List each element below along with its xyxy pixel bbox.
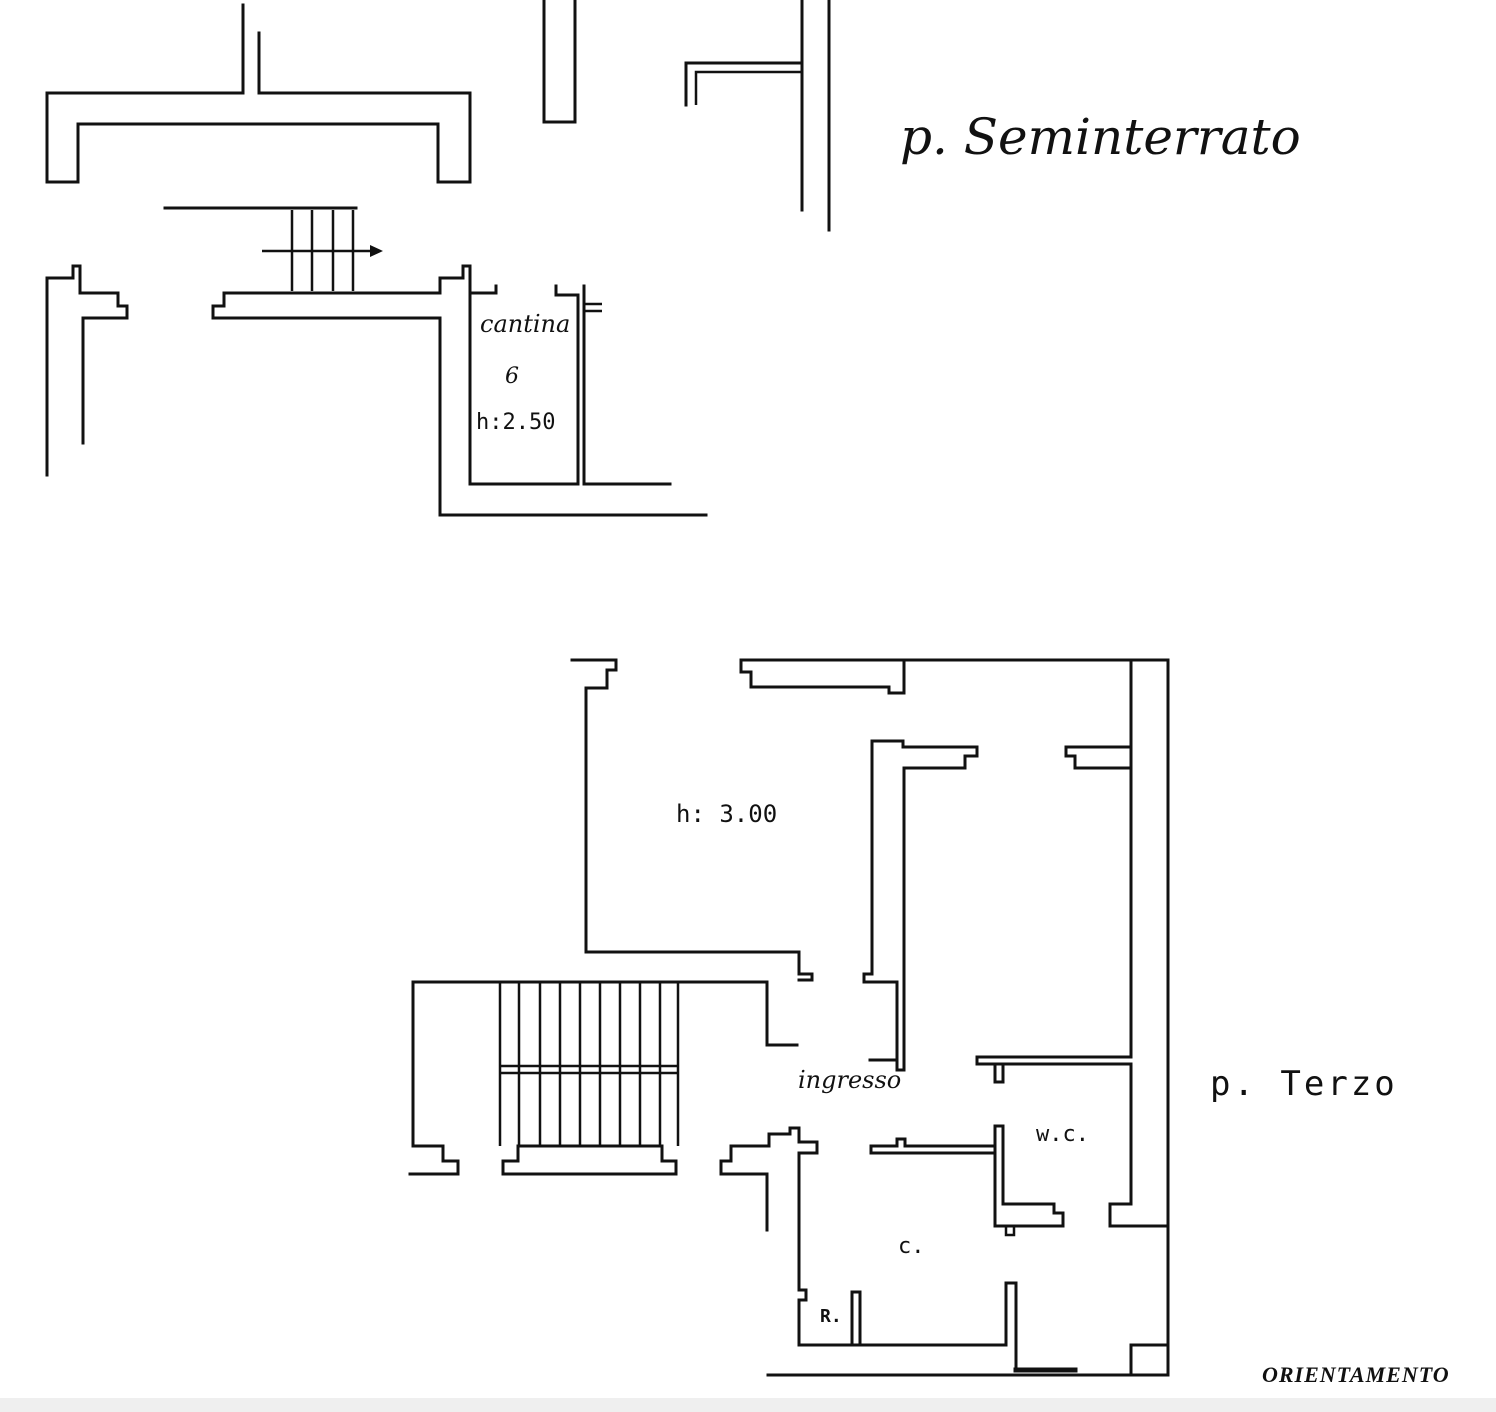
wall bbox=[45, 91, 472, 184]
wall bbox=[862, 739, 979, 1072]
wall bbox=[211, 316, 708, 517]
page-edge-band bbox=[0, 1398, 1496, 1412]
third-floor-title: p. Terzo bbox=[1210, 1064, 1398, 1104]
wall bbox=[468, 284, 498, 295]
wall bbox=[739, 658, 906, 695]
wall bbox=[850, 1290, 862, 1347]
wall bbox=[694, 70, 802, 105]
wc-label: w.c. bbox=[1036, 1122, 1089, 1147]
cantina-label: cantina bbox=[480, 310, 571, 338]
wall bbox=[584, 302, 602, 313]
wall bbox=[993, 1062, 1005, 1084]
basement-plan bbox=[45, 0, 831, 517]
wall bbox=[868, 745, 979, 1072]
orientation-label: ORIENTAMENTO bbox=[1262, 1362, 1450, 1387]
kitchen-label: c. bbox=[898, 1234, 925, 1259]
third-floor-height-label: h: 3.00 bbox=[676, 800, 778, 828]
third-floor-plan bbox=[408, 658, 1170, 1377]
wall bbox=[1108, 1062, 1170, 1228]
entrance-label: ingresso bbox=[798, 1066, 902, 1094]
wall bbox=[869, 1137, 997, 1155]
wall bbox=[993, 1124, 1065, 1228]
cantina-height-label: h:2.50 bbox=[476, 410, 556, 435]
wall bbox=[975, 1055, 1133, 1066]
wall bbox=[684, 61, 804, 107]
wall bbox=[45, 264, 129, 477]
wall bbox=[1064, 745, 1133, 770]
wall bbox=[582, 284, 672, 486]
wall bbox=[719, 1126, 819, 1232]
basement-floor-title: p. Seminterrato bbox=[900, 108, 1301, 166]
wall bbox=[1129, 1343, 1170, 1377]
wall bbox=[1004, 1226, 1016, 1237]
third-floor-stair bbox=[498, 982, 680, 1146]
wall bbox=[408, 1144, 460, 1176]
wall bbox=[411, 980, 799, 1148]
wall bbox=[797, 1151, 1018, 1372]
wall bbox=[542, 0, 577, 124]
cantina-number: 6 bbox=[505, 364, 519, 389]
wall bbox=[570, 658, 814, 982]
cantina-room bbox=[468, 284, 580, 486]
wall bbox=[501, 1144, 678, 1176]
wall bbox=[902, 658, 1170, 1377]
wall bbox=[211, 264, 472, 320]
closet-label: R. bbox=[820, 1306, 842, 1327]
basement-stair bbox=[262, 210, 383, 291]
